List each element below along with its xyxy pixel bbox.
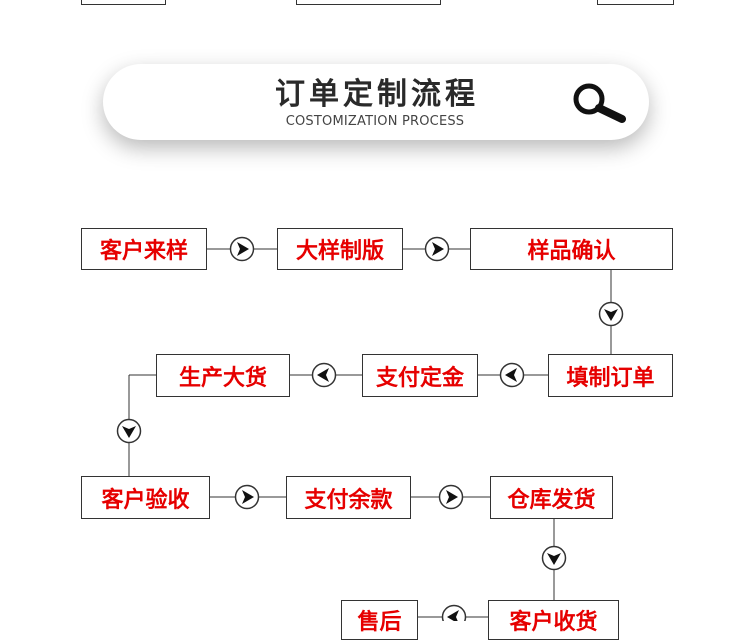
step-after-sales: 售后 xyxy=(341,600,418,640)
arrow-left-3 xyxy=(441,604,467,621)
magnifier-icon xyxy=(573,83,626,123)
top-box-partial-middle xyxy=(296,0,441,5)
title-banner xyxy=(103,64,649,140)
arrow-right-3 xyxy=(234,484,260,510)
top-box-partial-left xyxy=(81,0,166,5)
arrow-down-1 xyxy=(598,301,624,327)
arrow-right-2 xyxy=(424,236,450,262)
step-sample-pattern: 大样制版 xyxy=(277,228,403,270)
step-pay-balance: 支付余款 xyxy=(286,476,411,519)
step-sample-confirm: 样品确认 xyxy=(470,228,673,270)
step-warehouse-ship: 仓库发货 xyxy=(490,476,613,519)
step-customer-sample: 客户来样 xyxy=(81,228,207,270)
arrow-down-3 xyxy=(541,545,567,571)
top-box-partial-right xyxy=(597,0,674,5)
arrow-down-2 xyxy=(116,418,142,444)
banner-title: 订单定制流程 xyxy=(275,77,479,112)
arrow-left-2 xyxy=(311,362,337,388)
flow-connectors xyxy=(116,236,624,621)
arrow-left-1 xyxy=(499,362,525,388)
step-customer-receive: 客户收货 xyxy=(488,600,619,640)
arrow-right-4 xyxy=(438,484,464,510)
banner-subtitle: COSTOMIZATION PROCESS xyxy=(285,114,465,129)
step-fill-order: 填制订单 xyxy=(548,354,673,397)
arrow-right-1 xyxy=(229,236,255,262)
step-mass-production: 生产大货 xyxy=(156,354,290,397)
step-customer-inspection: 客户验收 xyxy=(81,476,210,519)
step-pay-deposit: 支付定金 xyxy=(362,354,478,397)
